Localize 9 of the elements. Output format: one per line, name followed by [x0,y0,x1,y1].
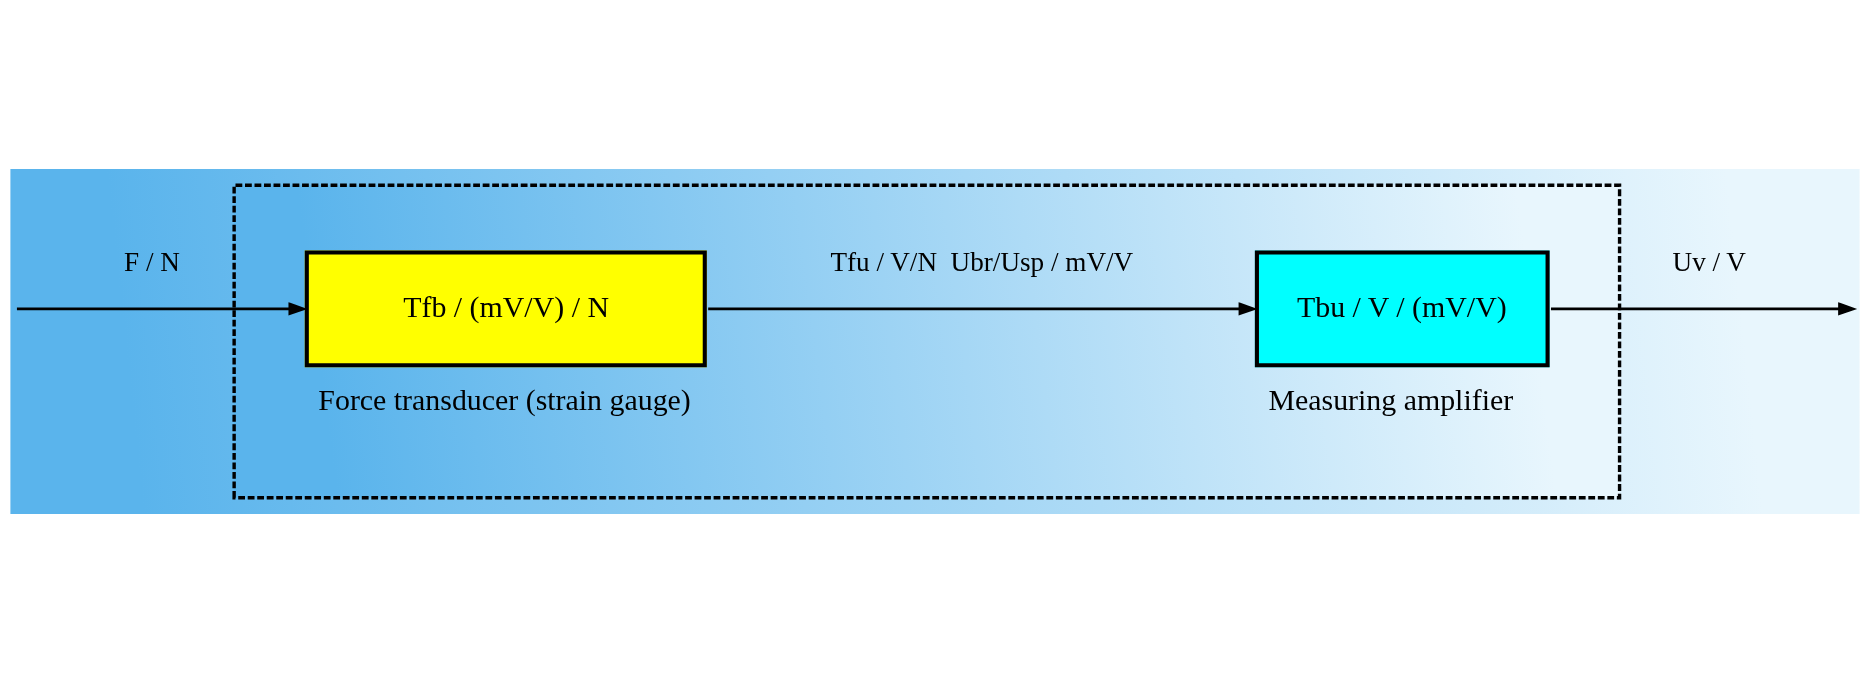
arrow [1550,302,1858,316]
edge-label: F / N [124,246,180,277]
arrow [708,302,1258,316]
node-label: Force transducer (strain gauge) [318,383,691,417]
cluster [232,183,1622,500]
node-label: Measuring amplifier [1268,383,1514,417]
edge-label: Tfu / V/N Ubr/Usp / mV/V [830,246,1134,277]
arrow [16,302,308,316]
edge-label: Uv / V [1672,246,1746,277]
